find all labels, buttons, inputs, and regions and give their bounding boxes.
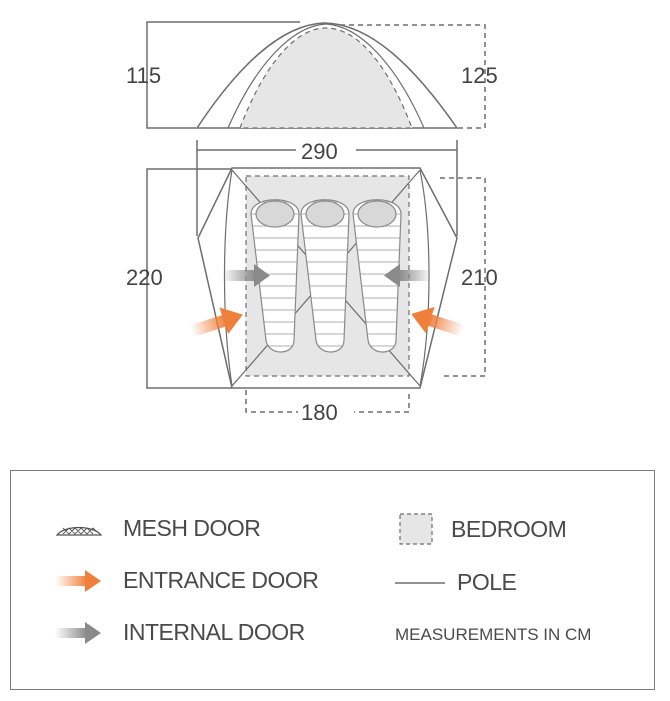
entrance-door-label: ENTRANCE DOOR: [123, 567, 319, 593]
mesh-door-label: MESH DOOR: [123, 515, 261, 541]
bedroom-swatch-icon: [399, 513, 433, 545]
legend-pole: POLE: [395, 569, 517, 596]
dim-bedroom-width: 180: [301, 400, 338, 425]
floor-depth-bracket: [146, 168, 232, 389]
dim-floor-width: 290: [301, 139, 338, 164]
pole-label: POLE: [457, 569, 517, 595]
legend-entrance-door: ENTRANCE DOOR: [55, 567, 319, 594]
dim-floor-depth: 220: [126, 265, 163, 290]
internal-door-arrow-left: [222, 264, 270, 287]
inner-tent-side: [239, 27, 413, 129]
sleeping-bag: [352, 199, 402, 353]
tent-diagram: 115 125 290: [126, 21, 498, 426]
bedroom-depth-bracket: [440, 177, 486, 377]
plan-view: 220 210 180: [126, 167, 498, 426]
measurement-note: MEASUREMENTS IN CM: [395, 625, 592, 644]
legend-measurement-note: MEASUREMENTS IN CM: [395, 625, 591, 645]
dim-bedroom-depth: 210: [461, 265, 498, 290]
mesh-door-icon: [55, 526, 103, 536]
internal-arrow-icon: [55, 621, 101, 644]
sleeping-bag: [300, 199, 350, 353]
entrance-arrow-icon: [55, 569, 101, 592]
pole-line-icon: [395, 581, 445, 584]
side-pole-left: [227, 23, 327, 129]
legend-internal-door: INTERNAL DOOR: [55, 619, 305, 646]
floor-width-dimension: 290: [196, 135, 458, 236]
side-height-left-bracket: [146, 21, 300, 129]
entrance-door-arrow-right: [411, 306, 465, 337]
side-height-right-bracket: [340, 24, 486, 129]
internal-door-arrow-right: [384, 264, 432, 287]
legend-mesh-door: MESH DOOR: [55, 515, 261, 542]
bedroom-label: BEDROOM: [451, 515, 567, 542]
side-view: 115 125: [126, 21, 498, 129]
entrance-door-arrow-left: [189, 307, 243, 337]
dim-side-height-left: 115: [126, 63, 161, 88]
dim-side-height-right: 125: [461, 63, 498, 88]
sleeping-bag: [250, 199, 300, 353]
legend: MESH DOOR ENTRANCE DOOR: [10, 470, 655, 690]
internal-door-label: INTERNAL DOOR: [123, 619, 305, 645]
side-pole-right: [325, 23, 425, 129]
legend-bedroom: BEDROOM: [399, 513, 567, 545]
